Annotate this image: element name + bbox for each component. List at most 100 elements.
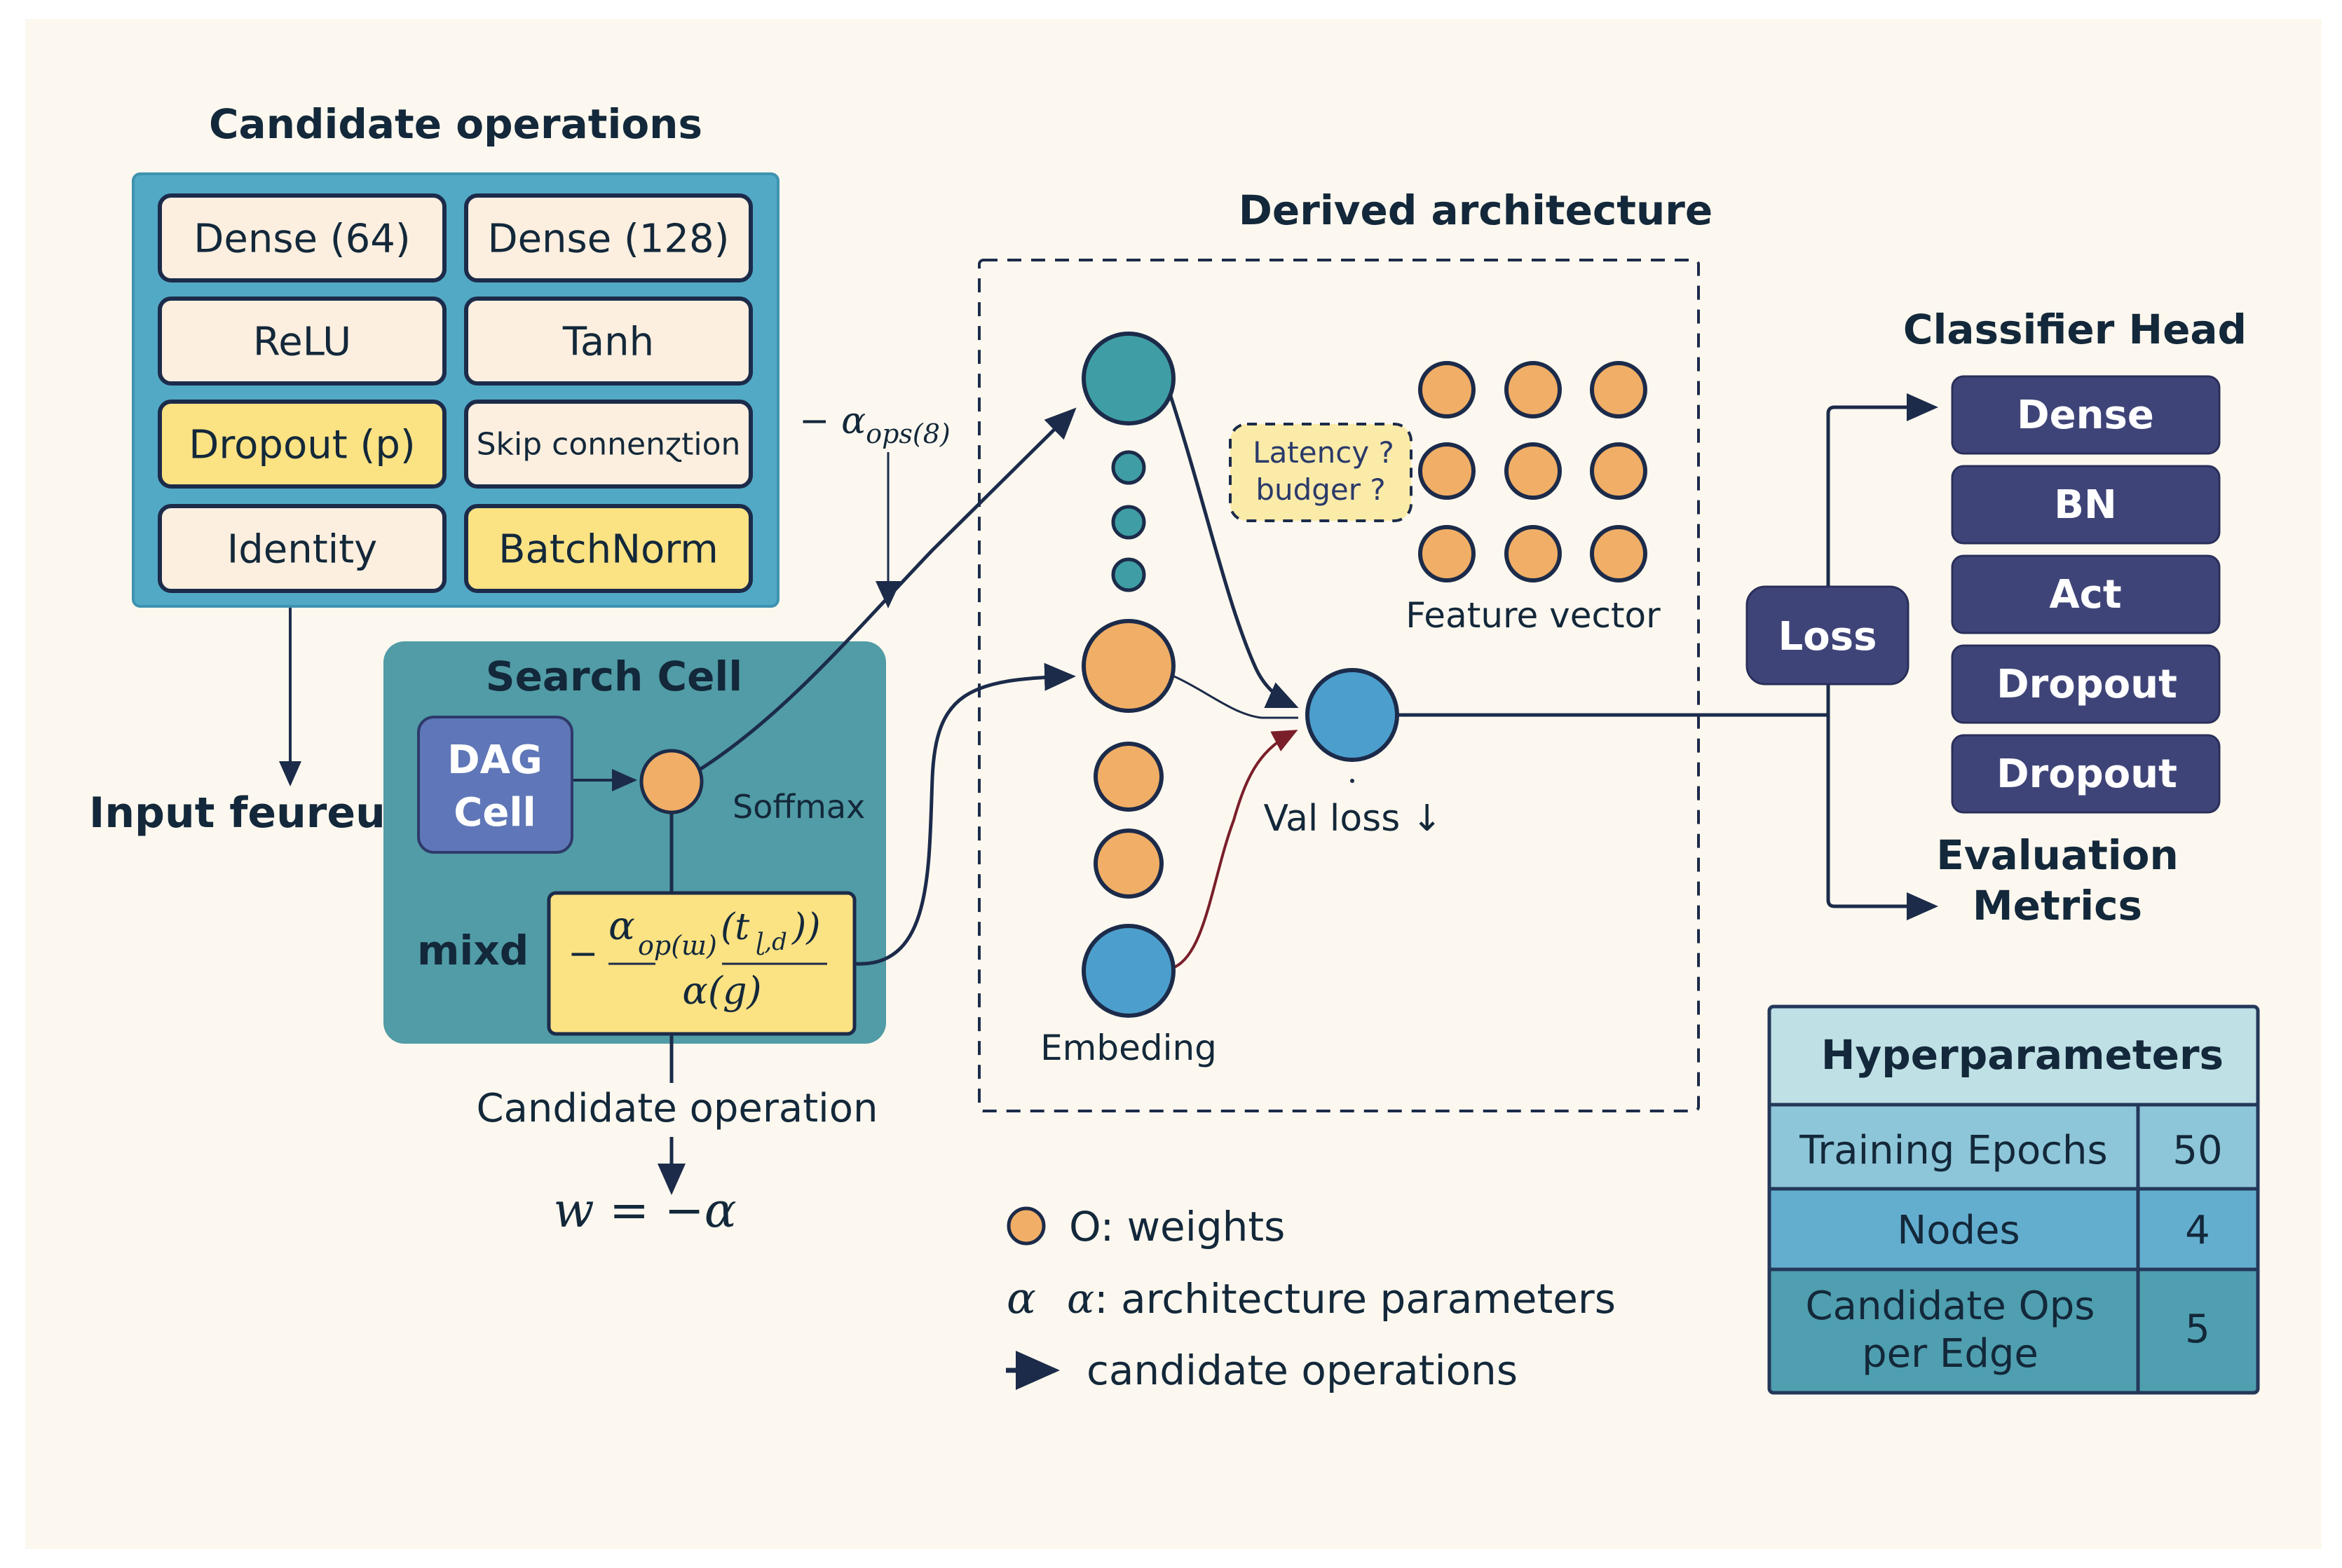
- classifier-layer[interactable]: Dense: [1951, 375, 2221, 455]
- feature-vector-node[interactable]: [1590, 442, 1647, 500]
- classifier-layer[interactable]: BN: [1951, 465, 2221, 545]
- classifier-layer-box: [1951, 465, 2221, 545]
- mixed-op-formula-box: [547, 891, 857, 1036]
- legend-alpha-icon: α: [1007, 1272, 1036, 1323]
- candidate-op-item[interactable]: BatchNorm: [464, 504, 753, 593]
- candidate-op-box: [464, 504, 753, 593]
- feature-vector-node[interactable]: [1418, 442, 1476, 500]
- classifier-layer-label: Dense: [2017, 393, 2154, 438]
- formula-numerator-sub2: ɭ,d: [756, 928, 787, 956]
- edge-softmax-to-teal-node: [698, 407, 1077, 772]
- candidate-op-item[interactable]: Skip connenɀtion: [464, 400, 753, 489]
- hp-training-epochs-value: 50: [2172, 1128, 2222, 1173]
- hp-title: Hyperparameters: [1821, 1031, 2224, 1079]
- classifier-layer[interactable]: Act: [1951, 554, 2221, 634]
- softmax-node[interactable]: [639, 749, 704, 814]
- feature-vector-node[interactable]: [1590, 361, 1647, 418]
- latency-line2: budger ?: [1255, 472, 1385, 507]
- feature-vector-node[interactable]: [1590, 525, 1647, 582]
- classifier-layer-label: Act: [2049, 572, 2121, 618]
- embedding-label: Embeding: [1040, 1028, 1217, 1068]
- candidate-op-item[interactable]: Identity: [158, 504, 447, 593]
- classifier-layer-box: [1951, 375, 2221, 455]
- dag-cell-label-line2: Cell: [454, 790, 536, 836]
- feature-vector-label: Feature vector: [1405, 595, 1661, 636]
- hp-nodes-name: Nodes: [1897, 1208, 2020, 1253]
- teal-dot-2[interactable]: [1111, 505, 1146, 540]
- classifier-layer[interactable]: Dropout: [1951, 734, 2221, 814]
- formula-numerator-rest: (t: [721, 906, 749, 948]
- dag-cell-label-line1: DAG: [447, 737, 543, 783]
- candidate-op-label: Dense (128): [487, 217, 729, 262]
- candidate-op-box: [158, 193, 447, 282]
- candidate-op-box: [158, 296, 447, 386]
- orange-node-medium-2[interactable]: [1094, 829, 1164, 899]
- hp-row-candidate-ops: [1769, 1269, 2258, 1393]
- candidate-op-item[interactable]: Dense (128): [464, 193, 753, 282]
- hp-candidate-ops-name-line2: per Edge: [1862, 1331, 2038, 1377]
- classifier-layer-box: [1951, 554, 2221, 634]
- val-loss-label: Val loss ↓: [1264, 798, 1443, 840]
- loss-label: Loss: [1778, 614, 1877, 660]
- embedding-node[interactable]: [1082, 924, 1176, 1018]
- candidate-op-box: [464, 296, 753, 386]
- val-loss-node[interactable]: [1305, 668, 1399, 762]
- feature-vector-node[interactable]: [1504, 525, 1562, 582]
- hp-candidate-ops-value: 5: [2185, 1307, 2210, 1352]
- loss-to-classifier-arrow: [1826, 393, 1938, 587]
- candidate-op-label: ReLU: [253, 320, 351, 365]
- val-loss-dot: [1350, 779, 1354, 783]
- candidate-op-label: Dropout (p): [189, 423, 415, 468]
- alpha-ops-annotation: − αops(8): [799, 400, 951, 449]
- candidate-op-item[interactable]: Dropout (p): [158, 400, 447, 489]
- orange-node-medium-1[interactable]: [1094, 742, 1164, 812]
- feature-vector-node[interactable]: [1418, 525, 1476, 582]
- teal-dot-1[interactable]: [1111, 450, 1146, 485]
- orange-node-large[interactable]: [1082, 619, 1176, 713]
- legend-weights-icon: [1007, 1206, 1046, 1246]
- candidate-op-box: [464, 193, 753, 282]
- legend-alpha-symbol: α: [1067, 1275, 1094, 1323]
- candidate-op-item[interactable]: Dense (64): [158, 193, 447, 282]
- classifier-layer-box: [1951, 734, 2221, 814]
- hp-training-epochs-name: Training Epochs: [1799, 1128, 2107, 1173]
- classifier-head-title: Classifier Head: [1903, 306, 2247, 353]
- candidate-op-label: BatchNorm: [498, 527, 719, 573]
- evaluation-metrics-line2: Metrics: [1973, 882, 2142, 929]
- candidate-ops-title: Candidate operations: [209, 100, 702, 148]
- candidate-op-item[interactable]: ReLU: [158, 296, 447, 386]
- legend-alpha-label: α: architecture parameters: [1067, 1275, 1616, 1323]
- feature-vector-node[interactable]: [1504, 442, 1562, 500]
- derived-nodes: [1082, 332, 1647, 1018]
- latency-budget-note: [1229, 423, 1412, 522]
- dag-cell-box[interactable]: [417, 716, 573, 854]
- hp-header-cell: [1769, 1007, 2258, 1105]
- teal-dot-3[interactable]: [1111, 557, 1146, 592]
- alpha-ops-prefix: − α: [799, 400, 866, 442]
- candidate-op-box: [464, 400, 753, 489]
- softmax-label: Soffmax: [733, 788, 865, 826]
- loss-to-metrics-arrow: [1826, 684, 1938, 920]
- derived-architecture-box: [978, 259, 1700, 1112]
- latency-line1: Latency ?: [1253, 435, 1394, 470]
- candidate-op-label: Dense (64): [193, 217, 410, 262]
- legend-weights-label: O: weights: [1069, 1203, 1285, 1250]
- classifier-layer[interactable]: Dropout: [1951, 644, 2221, 724]
- formula-numerator-alpha: α: [608, 904, 635, 949]
- candidate-op-item[interactable]: Tanh: [464, 296, 753, 386]
- search-cell-title: Search Cell: [486, 653, 742, 700]
- formula-minus: −: [568, 933, 599, 975]
- legend-alpha-text: : architecture parameters: [1094, 1275, 1616, 1323]
- feature-vector-node[interactable]: [1418, 361, 1476, 418]
- candidate-operation-label: Candidate operation: [477, 1086, 878, 1131]
- loss-box[interactable]: [1745, 585, 1909, 686]
- teal-node-top[interactable]: [1082, 332, 1176, 425]
- classifier-layer-label: BN: [2054, 482, 2117, 528]
- weight-formula: w = −α: [553, 1183, 736, 1239]
- feature-vector-node[interactable]: [1504, 361, 1562, 418]
- legend-candidate-ops-label: candidate operations: [1087, 1347, 1518, 1394]
- edge-teal-to-val: [1169, 395, 1299, 709]
- hp-row-training-epochs: [1769, 1105, 2258, 1189]
